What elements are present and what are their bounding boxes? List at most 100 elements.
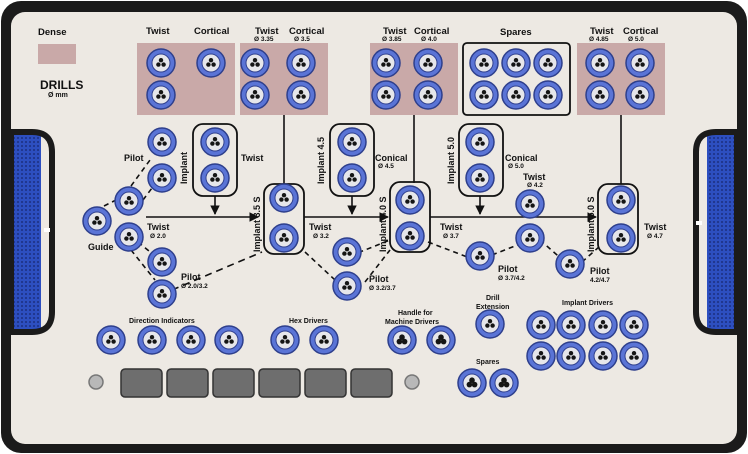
screw-left (88, 374, 104, 390)
right-handle-panel[interactable] (707, 132, 737, 332)
drill-socket[interactable] (457, 368, 487, 398)
drill-socket[interactable] (270, 325, 300, 355)
drill-socket[interactable] (585, 80, 615, 110)
twist-20-sub: Ø 2.0 (150, 233, 166, 240)
drill-socket[interactable] (114, 186, 144, 216)
drill-socket[interactable] (269, 223, 299, 253)
twist-42-sub: Ø 4.2 (527, 182, 543, 189)
drill-socket[interactable] (147, 163, 177, 193)
drill-socket[interactable] (387, 325, 417, 355)
drill-socket[interactable] (465, 163, 495, 193)
drill-socket[interactable] (146, 48, 176, 78)
drill-socket[interactable] (371, 48, 401, 78)
top-2-header-b: Cortical (289, 26, 325, 37)
twist-32-sub: Ø 3.2 (313, 233, 329, 240)
drill-socket[interactable] (214, 325, 244, 355)
drill-socket[interactable] (395, 221, 425, 251)
drill-socket[interactable] (619, 341, 649, 371)
drill-socket[interactable] (82, 206, 112, 236)
drill-socket[interactable] (240, 48, 270, 78)
drill-socket[interactable] (114, 222, 144, 252)
top-3-sub-b: Ø 4.0 (421, 36, 437, 43)
drill-socket[interactable] (489, 368, 519, 398)
top-pad-4 (462, 42, 571, 116)
drill-socket[interactable] (526, 341, 556, 371)
drill-socket[interactable] (475, 309, 505, 339)
drill-socket[interactable] (469, 80, 499, 110)
pilot-42-sub: 4.2/4.7 (590, 277, 610, 284)
drill-socket[interactable] (147, 127, 177, 157)
implant-drivers-label: Implant Drivers (562, 300, 613, 307)
drill-socket[interactable] (526, 310, 556, 340)
implant-50s-label: Implant 5.0 S (586, 196, 596, 252)
implant-small-label: Implant (179, 151, 189, 184)
drill-socket[interactable] (240, 80, 270, 110)
drill-socket[interactable] (465, 241, 495, 271)
drill-socket[interactable] (501, 48, 531, 78)
left-handle-panel[interactable] (11, 132, 41, 332)
twist-47-sub: Ø 4.7 (647, 233, 663, 240)
drill-socket[interactable] (501, 80, 531, 110)
implant-50-label: Implant 5.0 (446, 136, 456, 184)
tray-title-unit: Ø mm (48, 92, 68, 99)
drill-socket[interactable] (555, 249, 585, 279)
drill-socket[interactable] (533, 48, 563, 78)
drill-socket[interactable] (585, 48, 615, 78)
bottom-slots (120, 368, 393, 398)
drill-socket[interactable] (137, 325, 167, 355)
drill-socket[interactable] (556, 341, 586, 371)
pilot-37-sub: Ø 3.7/4.2 (498, 275, 525, 282)
drill-socket[interactable] (556, 310, 586, 340)
drill-socket[interactable] (146, 80, 176, 110)
drill-socket[interactable] (200, 163, 230, 193)
drill-socket[interactable] (606, 185, 636, 215)
drill-socket[interactable] (332, 271, 362, 301)
drill-socket[interactable] (269, 183, 299, 213)
right-latch (696, 221, 702, 225)
top-2-sub-b: Ø 3.5 (294, 36, 310, 43)
drill-socket[interactable] (533, 80, 563, 110)
drill-socket[interactable] (413, 48, 443, 78)
direction-indicators-label: Direction Indicators (129, 318, 195, 325)
drill-socket[interactable] (588, 341, 618, 371)
drill-socket[interactable] (515, 189, 545, 219)
drill-socket[interactable] (176, 325, 206, 355)
drill-socket[interactable] (147, 279, 177, 309)
implant-35-label: Implant 3.5 S (252, 196, 262, 252)
handle-label-line1: Handle for (398, 310, 433, 317)
drill-socket[interactable] (196, 48, 226, 78)
drill-socket[interactable] (625, 80, 655, 110)
drill-socket[interactable] (619, 310, 649, 340)
drill-socket[interactable] (286, 80, 316, 110)
pathway-solid-lines (146, 115, 622, 222)
pilot-42-label: Pilot (590, 266, 610, 276)
drill-socket[interactable] (515, 223, 545, 253)
drill-socket[interactable] (395, 185, 425, 215)
drill-socket[interactable] (337, 127, 367, 157)
twist-47-label: Twist (644, 222, 667, 232)
pilot-32-sub: Ø 3.2/3.7 (369, 285, 396, 292)
drill-socket[interactable] (588, 310, 618, 340)
twist-42-label: Twist (523, 172, 546, 182)
drill-socket[interactable] (96, 325, 126, 355)
drill-socket[interactable] (286, 48, 316, 78)
drill-socket[interactable] (469, 48, 499, 78)
drill-socket[interactable] (413, 80, 443, 110)
drill-socket[interactable] (606, 223, 636, 253)
drill-socket[interactable] (332, 237, 362, 267)
twist-32-label: Twist (309, 222, 332, 232)
drill-socket[interactable] (200, 127, 230, 157)
drill-socket[interactable] (426, 325, 456, 355)
drill-socket[interactable] (465, 127, 495, 157)
drill-socket[interactable] (337, 163, 367, 193)
top-4-header-a: Spares (500, 27, 532, 38)
top-5-sub-b: Ø 5.0 (628, 36, 644, 43)
drill-socket[interactable] (625, 48, 655, 78)
drill-extension-label-line1: Drill (486, 295, 500, 302)
pilot-37-label: Pilot (498, 264, 518, 274)
drill-socket[interactable] (147, 247, 177, 277)
drill-socket[interactable] (309, 325, 339, 355)
drill-socket[interactable] (371, 80, 401, 110)
pilot-bottom-sub: Ø 2.0/3.2 (181, 283, 208, 290)
